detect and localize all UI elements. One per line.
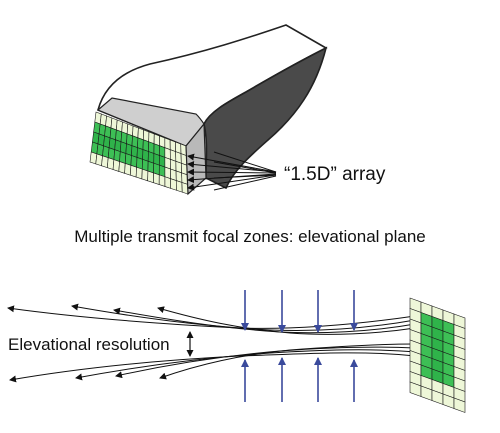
array-element: [147, 170, 154, 184]
small-array-element: [453, 397, 466, 413]
array-element: [130, 164, 137, 178]
array-element: [124, 163, 132, 176]
array-leader-lines: [187, 151, 277, 191]
array-face: [89, 111, 189, 195]
array-element: [118, 161, 126, 174]
array-element: [164, 176, 172, 189]
array-element: [170, 178, 177, 191]
array-label: “1.5D” array: [284, 164, 386, 185]
array-element: [158, 174, 166, 187]
lower-beam-curves: [9, 343, 416, 383]
array-element: [106, 157, 115, 170]
array-element: [135, 166, 143, 180]
focus-arrows-from-top: [241, 290, 358, 333]
array-element: [141, 168, 149, 182]
array-element: [153, 172, 160, 186]
focus-arrows-from-bottom: [241, 357, 358, 402]
transducer-probe: [89, 24, 328, 196]
small-array-block: [409, 297, 466, 413]
array-element: [112, 159, 120, 172]
resolution-label: Elevational resolution: [8, 335, 170, 354]
caption-label: Multiple transmit focal zones: elevation…: [74, 227, 426, 246]
array-element: [175, 180, 183, 193]
